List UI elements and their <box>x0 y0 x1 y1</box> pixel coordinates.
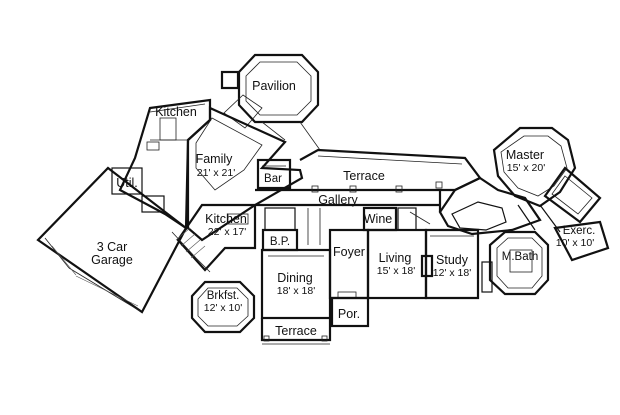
gallery-label: Gallery <box>318 193 358 207</box>
bp-label: B.P. <box>270 236 290 248</box>
terrace-top-walls <box>299 148 482 193</box>
por-label: Por. <box>338 307 360 321</box>
exerc-dims: 10' x 10' <box>556 237 594 249</box>
wine-label: Wine <box>364 212 393 226</box>
util-label: Util. <box>116 176 138 190</box>
family-label: Family <box>196 152 234 166</box>
kitchen-label: Kitchen <box>205 212 247 226</box>
pavilion-label: Pavilion <box>252 79 296 93</box>
bar-walls <box>256 158 292 190</box>
exerc-label: Exerc. <box>563 225 596 237</box>
terrace-bottom-walls <box>260 318 332 345</box>
kitchen-dims: 22' x 17' <box>208 226 246 238</box>
garage-label-1: 3 Car <box>97 240 128 254</box>
exerc-walls <box>517 166 610 262</box>
living-dims: 15' x 18' <box>377 265 415 277</box>
brkfst-label: Brkfst. <box>207 290 240 302</box>
terrace-top-label: Terrace <box>343 169 385 183</box>
brkfst-walls <box>190 280 256 334</box>
kitchen-walls <box>171 203 257 273</box>
study-label: Study <box>436 253 469 267</box>
dining-dims: 18' x 18' <box>277 285 315 297</box>
brkfst-dims: 12' x 10' <box>204 302 242 314</box>
dining-label: Dining <box>277 271 312 285</box>
master-label: Master <box>506 148 544 162</box>
gallery-walls <box>255 188 442 245</box>
study-dims: 12' x 18' <box>433 267 471 279</box>
foyer-label: Foyer <box>333 245 365 259</box>
master-dims: 15' x 20' <box>507 162 545 174</box>
bar-label: Bar <box>264 173 282 185</box>
foyer-walls <box>328 228 370 300</box>
garage-label-2: Garage <box>91 253 133 267</box>
por-walls <box>330 296 370 328</box>
living-label: Living <box>379 251 412 265</box>
mbath-walls <box>481 230 550 296</box>
mbath-label: M.Bath <box>502 251 538 263</box>
family-dims: 21' x 21' <box>197 167 235 179</box>
pavilion-walls <box>220 53 321 151</box>
garage-walls <box>36 166 188 314</box>
kitchen-top-label: Kitchen <box>155 105 197 119</box>
terrace-bottom-label: Terrace <box>275 324 317 338</box>
